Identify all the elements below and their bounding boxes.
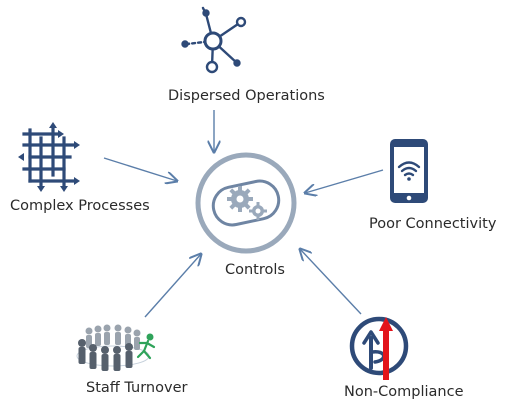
arrow-complex-to-controls xyxy=(103,157,177,181)
dispersed-operations-label: Dispersed Operations xyxy=(168,88,325,104)
staff-turnover-label: Staff Turnover xyxy=(86,380,188,396)
smartphone-wifi-icon xyxy=(390,139,428,203)
arrow-poor-to-controls xyxy=(305,169,384,193)
complex-processes-label: Complex Processes xyxy=(10,198,150,214)
process-arrowheads xyxy=(18,122,80,192)
poor-connectivity-label: Poor Connectivity xyxy=(369,216,497,232)
controls-label: Controls xyxy=(225,262,285,278)
compliance-arrow-icon xyxy=(349,316,409,380)
arrow-noncomp-to-controls xyxy=(300,249,362,315)
controls-node xyxy=(195,152,297,254)
network-icon xyxy=(181,6,247,74)
people-circle-icon xyxy=(76,324,156,371)
arrow-staff-to-controls xyxy=(144,254,201,318)
process-grid-icon xyxy=(22,126,76,188)
non-compliance-label: Non-Compliance xyxy=(344,384,464,400)
gears-icon xyxy=(211,179,281,227)
